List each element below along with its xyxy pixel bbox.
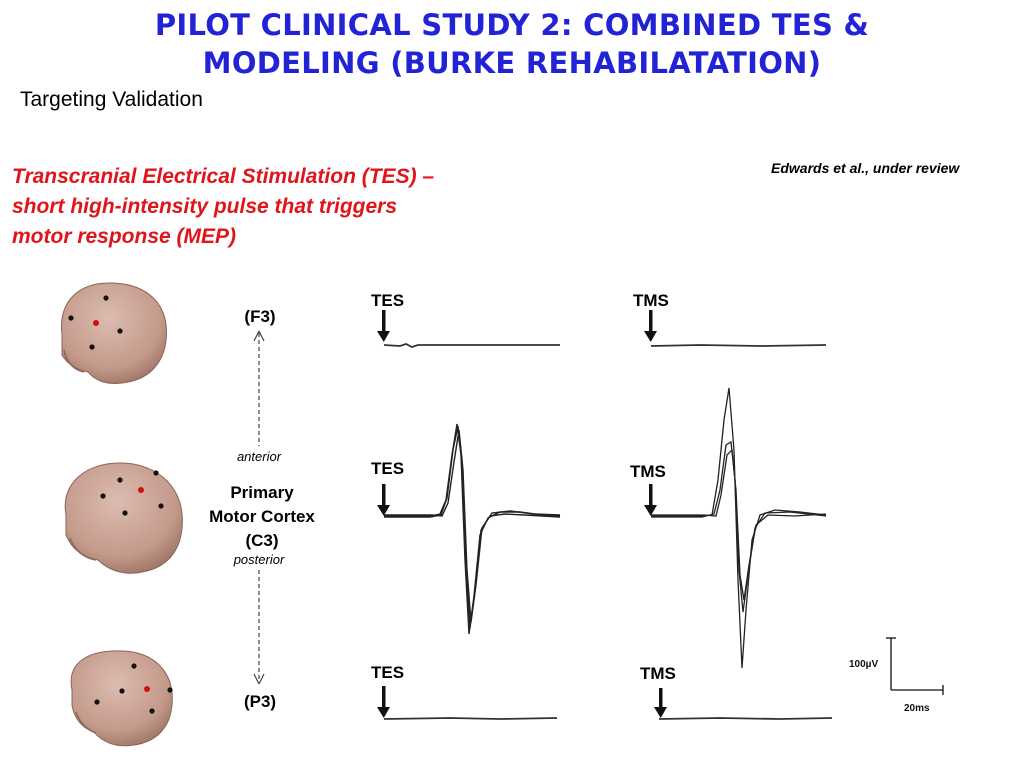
stimulus-arrow-icon: [377, 686, 390, 718]
description-line-2: short high-intensity pulse that triggers: [12, 195, 398, 218]
tes-label-p3: TES: [371, 663, 404, 682]
label-c3: (C3): [245, 531, 278, 550]
slide-subtitle: Targeting Validation: [20, 88, 203, 111]
stimulus-arrow-icon: [654, 688, 667, 718]
label-primary: Primary: [230, 483, 294, 502]
description-text: Transcranial Electrical Stimulation (TES…: [12, 162, 552, 252]
arrow-up-icon: [253, 330, 265, 342]
stimulus-arrow-icon: [644, 310, 657, 342]
citation: Edwards et al., under review: [771, 160, 960, 176]
label-p3: (P3): [244, 692, 276, 711]
head-model-p3: [70, 650, 173, 747]
mep-trace-tes-p3: [383, 717, 558, 720]
target-marker: [93, 320, 99, 326]
tms-label-f3: TMS: [633, 291, 669, 310]
stimulus-arrow-icon: [377, 310, 390, 342]
label-anterior: anterior: [237, 449, 282, 464]
description-line-3: motor response (MEP): [12, 225, 237, 248]
tms-label-c3: TMS: [630, 462, 666, 481]
scale-time-label: 20ms: [904, 703, 930, 714]
tes-label-c3: TES: [371, 459, 404, 478]
target-marker: [144, 686, 150, 692]
stimulus-arrow-icon: [377, 484, 390, 516]
label-motor-cortex: Motor Cortex: [209, 507, 315, 526]
tms-label-p3: TMS: [640, 664, 676, 683]
mep-trace-tms-f3: [650, 344, 827, 347]
arrow-down-icon: [253, 673, 265, 685]
title-line-2: MODELING (BURKE REHABILATATION): [202, 46, 822, 80]
description-line-1: Transcranial Electrical Stimulation (TES…: [12, 165, 435, 188]
title-line-1: PILOT CLINICAL STUDY 2: COMBINED TES &: [154, 8, 870, 42]
scale-voltage-label: 100µV: [849, 659, 878, 670]
stimulus-arrow-icon: [644, 484, 657, 516]
head-model-c3: [64, 462, 183, 574]
tes-label-f3: TES: [371, 291, 404, 310]
target-marker: [138, 487, 144, 493]
label-posterior: posterior: [233, 552, 285, 567]
label-f3: (F3): [244, 307, 275, 326]
mep-trace-tms-p3: [658, 717, 833, 720]
mep-trace-tes-f3: [383, 343, 560, 348]
slide-title: PILOT CLINICAL STUDY 2: COMBINED TES & M…: [0, 6, 1024, 82]
head-model-f3: [61, 282, 167, 385]
scale-bar: [886, 637, 944, 695]
mep-traces-tes-c3: [384, 423, 561, 635]
mep-traces-tms-c3: [651, 387, 827, 669]
